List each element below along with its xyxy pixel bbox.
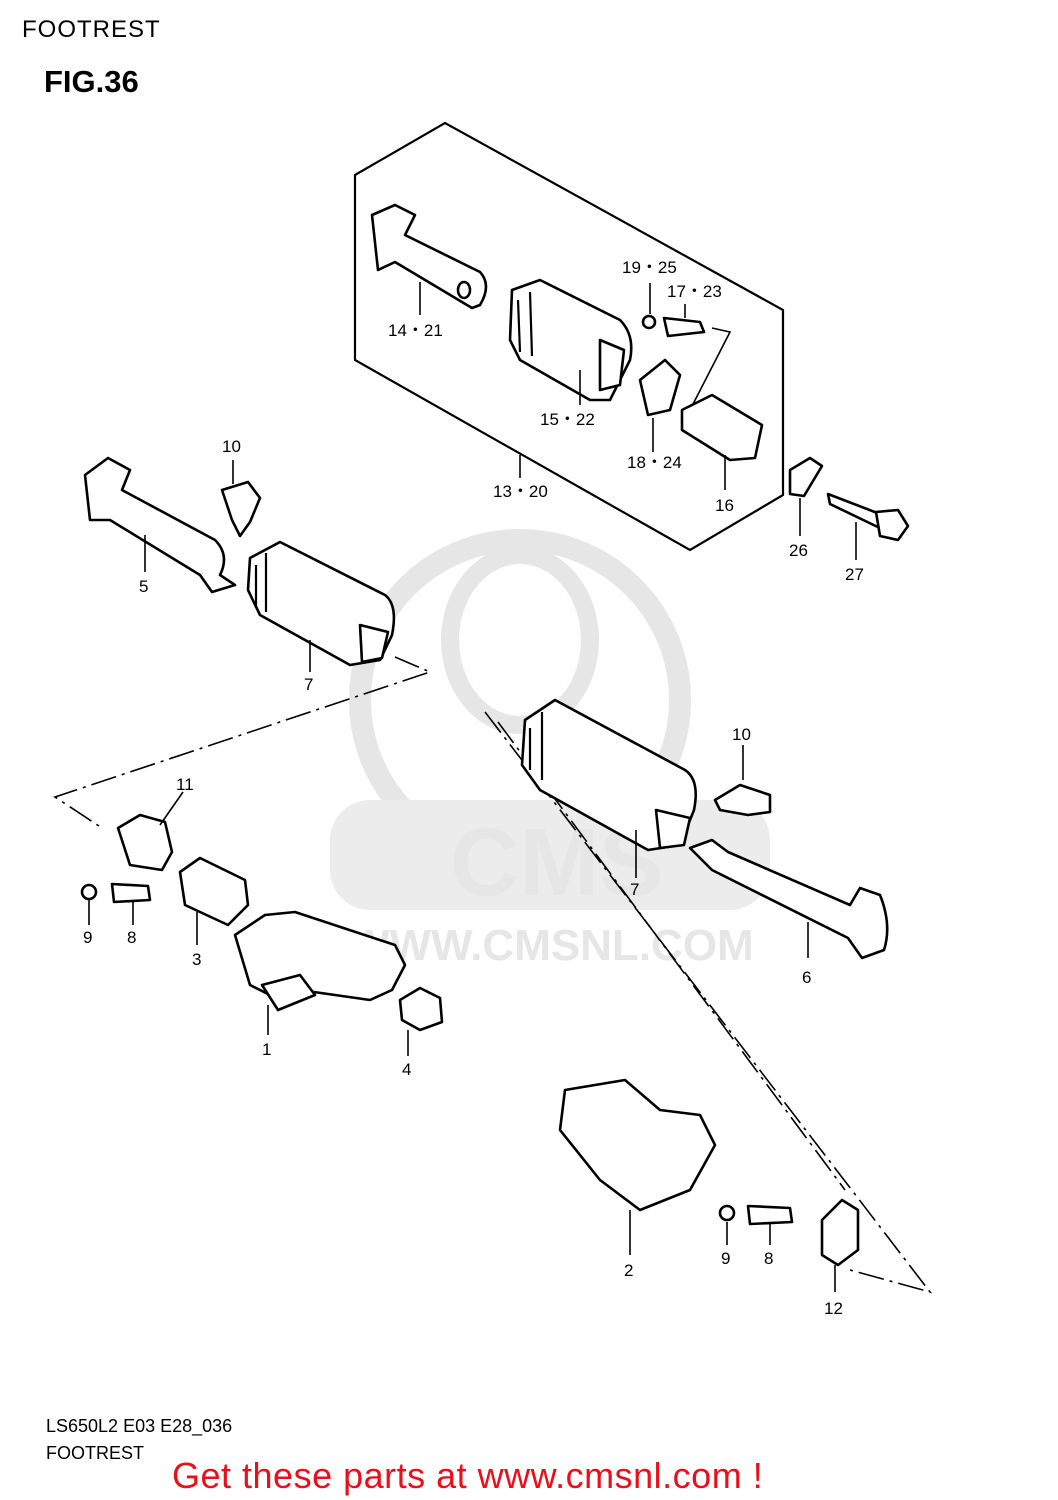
callout-27: 27: [845, 565, 864, 584]
callout-16: 16: [715, 496, 734, 515]
part-8-pin-left: [110, 882, 152, 904]
callout-11: 11: [176, 775, 194, 794]
part-19-25-cap: [641, 314, 657, 330]
footer-title: FOOTREST: [46, 1443, 144, 1463]
part-5-peg: [83, 456, 237, 594]
callout-6: 6: [802, 968, 811, 987]
part-10-clip-right: [713, 783, 772, 817]
callout-10-right: 10: [732, 725, 751, 744]
page-header: FOOTREST: [22, 16, 161, 43]
part-12-plate: [820, 1198, 860, 1267]
callout-12: 12: [824, 1299, 843, 1318]
part-15-22-rubber: [508, 278, 633, 402]
part-10-clip-top: [220, 480, 262, 538]
part-14-21-peg: [370, 203, 488, 310]
callout-5: 5: [139, 577, 148, 596]
callout-1: 1: [262, 1040, 271, 1059]
part-17-23-pin: [662, 316, 706, 338]
callout-18-24: 18・24: [627, 453, 682, 472]
part-2-bracket: [558, 1078, 717, 1212]
callout-9-right: 9: [721, 1249, 730, 1268]
callout-13-20: 13・20: [493, 482, 548, 501]
callout-10-top: 10: [222, 437, 241, 456]
part-4-collar: [398, 986, 444, 1032]
figure-number: FIG.36: [44, 64, 139, 99]
part-1-bracket: [233, 910, 407, 1012]
connector-right: [484, 711, 933, 1294]
callout-4: 4: [402, 1060, 411, 1079]
callout-8-left: 8: [127, 928, 136, 947]
callout-3: 3: [192, 950, 201, 969]
part-9-cap-left: [80, 883, 98, 901]
kit-box-outline: [353, 121, 785, 552]
callout-7-right: 7: [630, 880, 639, 899]
callout-15-22: 15・22: [540, 410, 595, 429]
part-7-rubber-right: [520, 698, 697, 852]
part-8-pin-right: [746, 1204, 794, 1226]
callout-14-21: 14・21: [388, 321, 443, 340]
callout-9-left: 9: [83, 928, 92, 947]
callout-7-top: 7: [304, 675, 313, 694]
callout-19-25: 19・25: [622, 258, 677, 277]
part-26-washer: [788, 456, 824, 498]
part-7-rubber-top: [246, 540, 396, 667]
part-6-peg: [688, 838, 889, 960]
watermark-url: WWW.CMSNL.COM: [348, 921, 754, 970]
connector-left: [53, 656, 433, 829]
callout-17-23: 17・23: [667, 282, 722, 301]
diagram-code: LS650L2 E03 E28_036: [46, 1416, 233, 1436]
cta-link[interactable]: Get these parts at www.cmsnl.com !: [172, 1455, 764, 1496]
part-18-24-plate: [638, 358, 682, 417]
part-9-cap-right: [718, 1204, 736, 1222]
callout-26: 26: [789, 541, 808, 560]
part-16-bracket: [680, 393, 764, 462]
callout-2: 2: [624, 1261, 633, 1280]
part-11-plate: [116, 813, 174, 872]
callout-8-right: 8: [764, 1249, 773, 1268]
part-3-block: [178, 856, 250, 927]
